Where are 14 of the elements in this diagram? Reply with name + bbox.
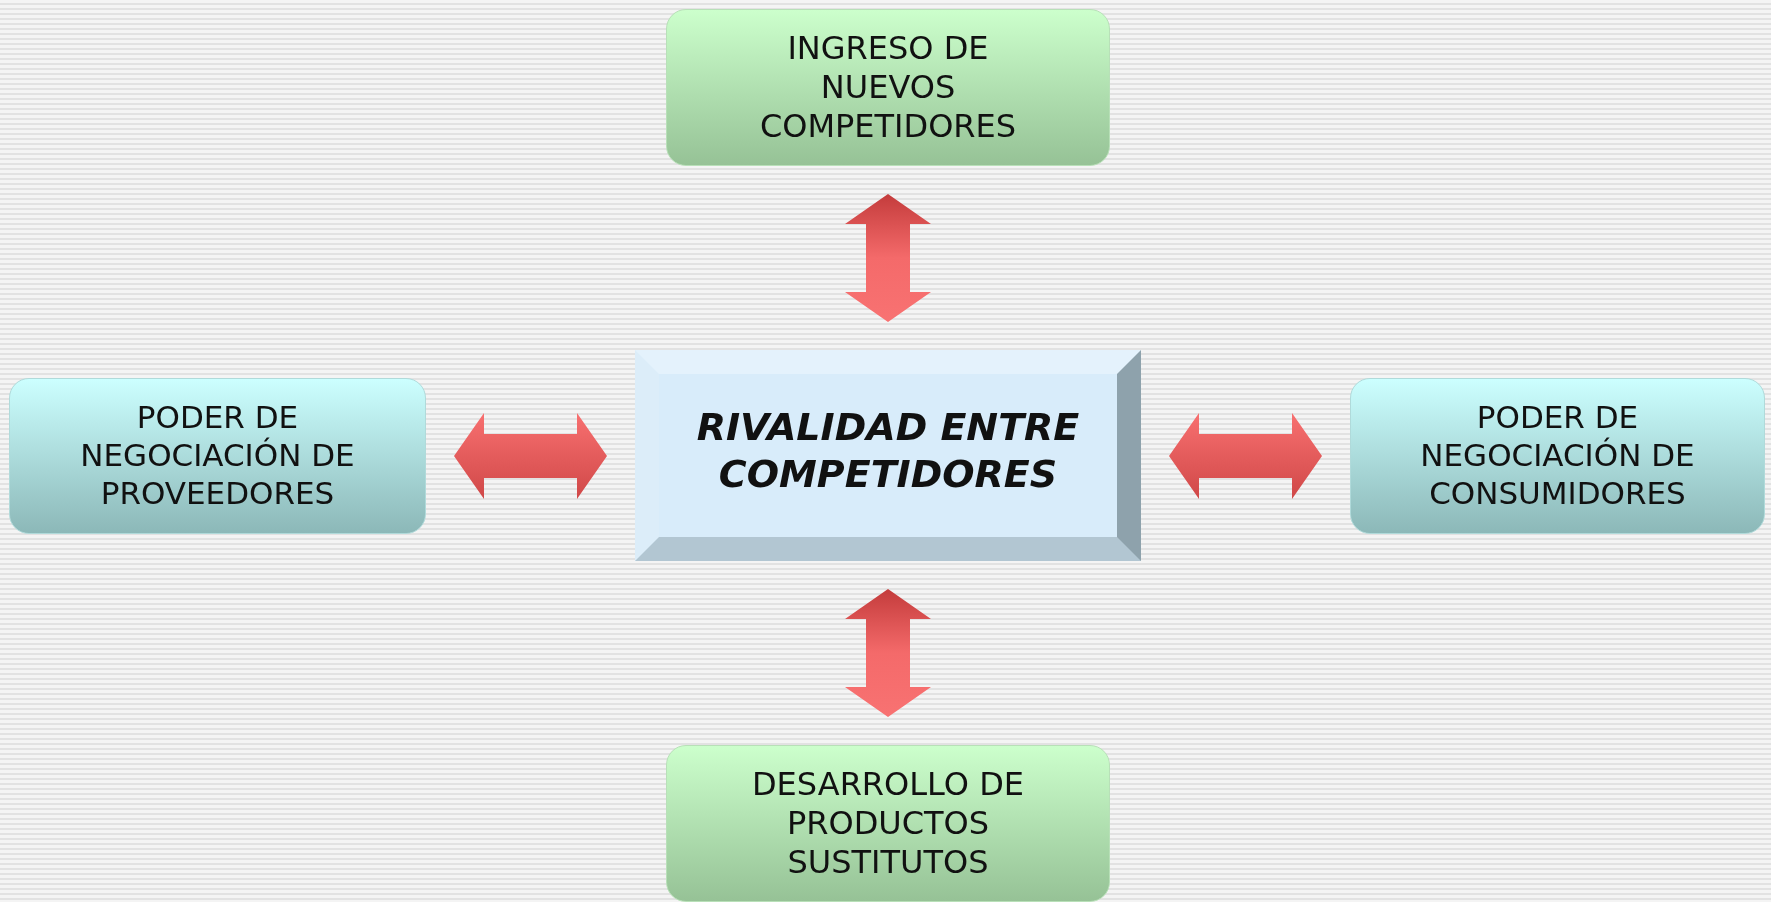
box-label: RIVALIDAD ENTRE COMPETIDORES bbox=[695, 404, 1081, 498]
double-arrow bbox=[845, 589, 931, 717]
rounded-box bbox=[1350, 378, 1765, 534]
box-label: PODER DE NEGOCIACIÓN DE PROVEEDORES bbox=[79, 399, 356, 513]
double-arrow bbox=[1169, 413, 1322, 499]
rounded-box bbox=[9, 378, 426, 534]
beveled-box bbox=[635, 350, 1141, 561]
box-label: PODER DE NEGOCIACIÓN DE CONSUMIDORES bbox=[1419, 399, 1696, 513]
double-arrow bbox=[454, 413, 607, 499]
box-label: DESARROLLO DE PRODUCTOS SUSTITUTOS bbox=[750, 764, 1025, 883]
rounded-box bbox=[666, 745, 1110, 902]
box-label: INGRESO DE NUEVOS COMPETIDORES bbox=[758, 28, 1018, 147]
double-arrow bbox=[845, 194, 931, 322]
rounded-box bbox=[666, 9, 1110, 166]
